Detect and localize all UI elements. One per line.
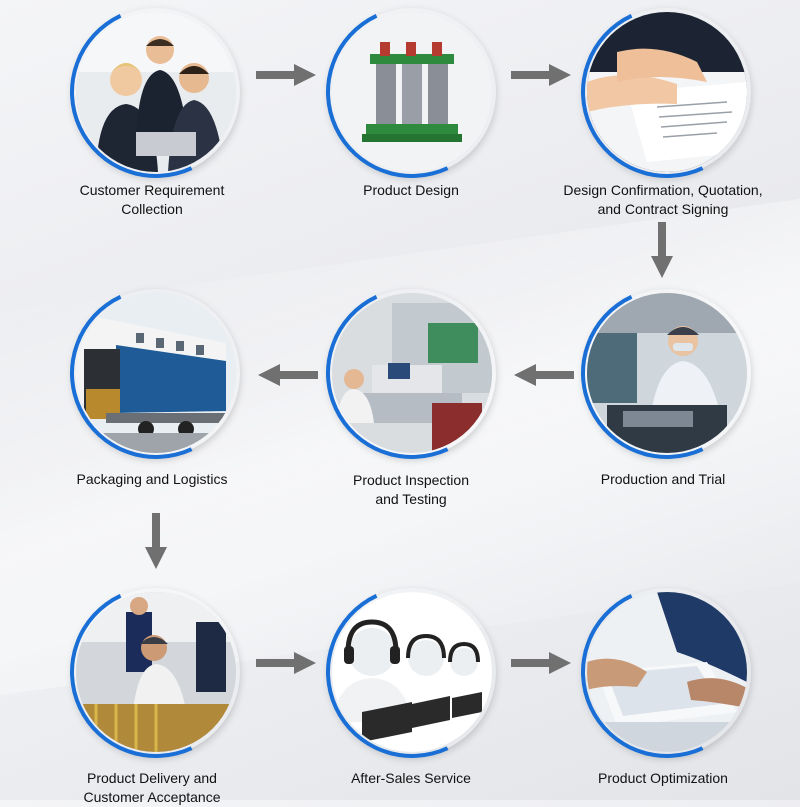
arrow-icon <box>511 64 571 86</box>
onsite-installation-photo <box>76 592 236 752</box>
step-label: After-Sales Service <box>301 769 521 788</box>
arrow-icon <box>511 652 571 674</box>
label-line: Customer Acceptance <box>83 789 221 805</box>
label-line: After-Sales Service <box>351 770 471 786</box>
label-line: Product Optimization <box>598 770 728 786</box>
step-label: Packaging and Logistics <box>42 470 262 489</box>
arrow-icon <box>145 513 167 569</box>
step-image-frame <box>328 8 496 176</box>
label-line: Product Delivery and <box>87 770 217 786</box>
transformer-3d-model <box>332 12 492 172</box>
label-line: and Contract Signing <box>597 201 729 217</box>
step-image-frame <box>72 588 240 756</box>
step-image-frame <box>328 289 496 457</box>
shipping-container-truck-photo <box>76 293 236 453</box>
step-label: Product Inspection and Testing <box>301 471 521 509</box>
step-image-frame <box>583 588 751 756</box>
step-label: Design Confirmation, Quotation, and Cont… <box>553 181 773 219</box>
arrow-icon <box>258 364 318 386</box>
step-label: Production and Trial <box>553 470 773 489</box>
step-image-frame <box>328 588 496 756</box>
label-line: Product Design <box>363 182 459 198</box>
step-image-frame <box>72 289 240 457</box>
testing-control-room-photo <box>332 293 492 453</box>
step-image-frame <box>583 289 751 457</box>
arrow-icon <box>651 222 673 278</box>
label-line: and Testing <box>375 491 447 507</box>
label-line: Collection <box>121 201 183 217</box>
headset-support-figures <box>332 592 492 752</box>
label-line: Customer Requirement <box>79 182 225 198</box>
signing-documents-photo <box>587 12 747 172</box>
label-line: Packaging and Logistics <box>76 471 228 487</box>
label-line: Design Confirmation, Quotation, <box>563 182 763 198</box>
tablet-analysis-photo <box>587 592 747 752</box>
step-label: Product Optimization <box>553 769 773 788</box>
step-label: Product Delivery and Customer Acceptance <box>42 769 262 807</box>
step-label: Product Design <box>301 181 521 200</box>
step-label: Customer Requirement Collection <box>42 181 262 219</box>
step-image-frame <box>583 8 751 176</box>
label-line: Production and Trial <box>600 471 726 487</box>
factory-worker-photo <box>587 293 747 453</box>
arrow-icon <box>514 364 574 386</box>
arrow-icon <box>256 652 316 674</box>
arrow-icon <box>256 64 316 86</box>
label-line: Product Inspection <box>353 472 469 488</box>
step-image-frame <box>72 8 240 176</box>
business-team-photo <box>76 12 236 172</box>
